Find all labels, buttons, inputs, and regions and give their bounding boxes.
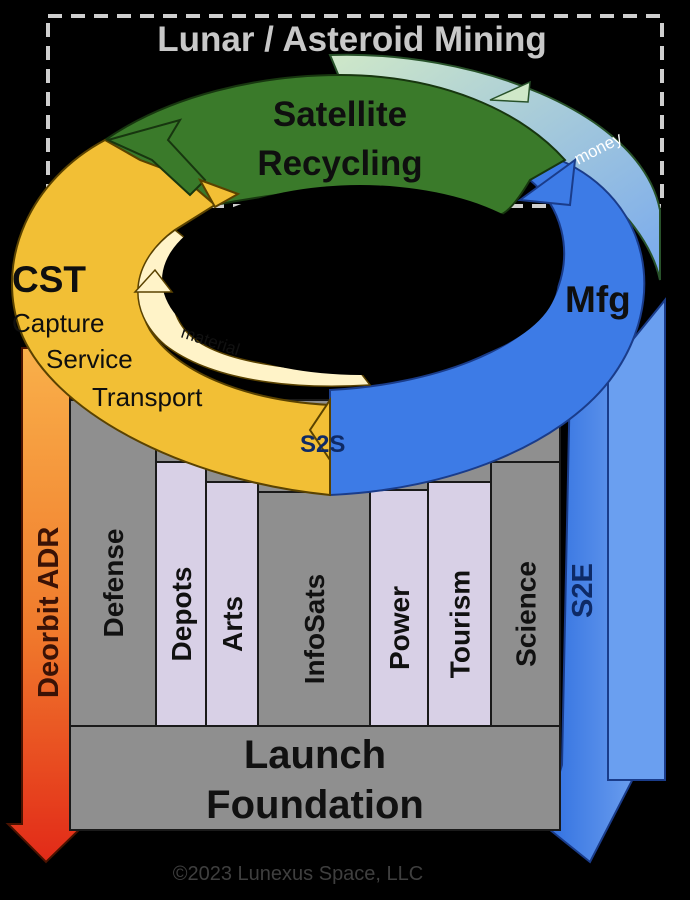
column-label-science: Science [511, 561, 542, 667]
service-columns: Defense Depots Arts InfoSats Power Tourism Sci… [69, 399, 561, 727]
material-arrowhead [133, 268, 174, 293]
recycling-arrowhead-left [105, 118, 207, 197]
cst-service: Service [46, 344, 133, 374]
mfg-arrowhead [517, 157, 577, 207]
copyright-text: ©2023 Lunexus Space, LLC [173, 863, 423, 885]
mfg-segment [329, 158, 646, 497]
cst-capture: Capture [12, 308, 105, 338]
column-label-defense: Defense [98, 529, 129, 638]
deorbit-label: Deorbit ADR [33, 527, 65, 698]
column-label-tourism: Tourism [445, 570, 476, 678]
s2s-arrowhead [308, 396, 331, 464]
launch-foundation [69, 725, 561, 831]
column-label-arts: Arts [217, 596, 248, 652]
column-label-power: Power [384, 586, 415, 670]
foundation-line-2: Foundation [206, 783, 424, 827]
s2s-label: S2S [300, 431, 345, 458]
mfg-label: Mfg [565, 279, 631, 320]
cst-transport: Transport [92, 382, 203, 412]
column-defense [69, 399, 157, 727]
money-arrowhead [489, 80, 531, 103]
foundation-line-1: Launch [244, 733, 386, 777]
cst-arrowhead [197, 178, 241, 209]
recycling-line-1: Satellite [273, 95, 407, 134]
title-text: Lunar / Asteroid Mining [157, 20, 547, 59]
cst-abbrev: CST [12, 259, 86, 300]
column-label-infosats: InfoSats [299, 574, 330, 684]
ring-hole [162, 185, 558, 375]
recycling-line-2: Recycling [257, 144, 422, 183]
s2e-label: S2E [567, 563, 599, 618]
column-label-depots: Depots [166, 567, 197, 662]
